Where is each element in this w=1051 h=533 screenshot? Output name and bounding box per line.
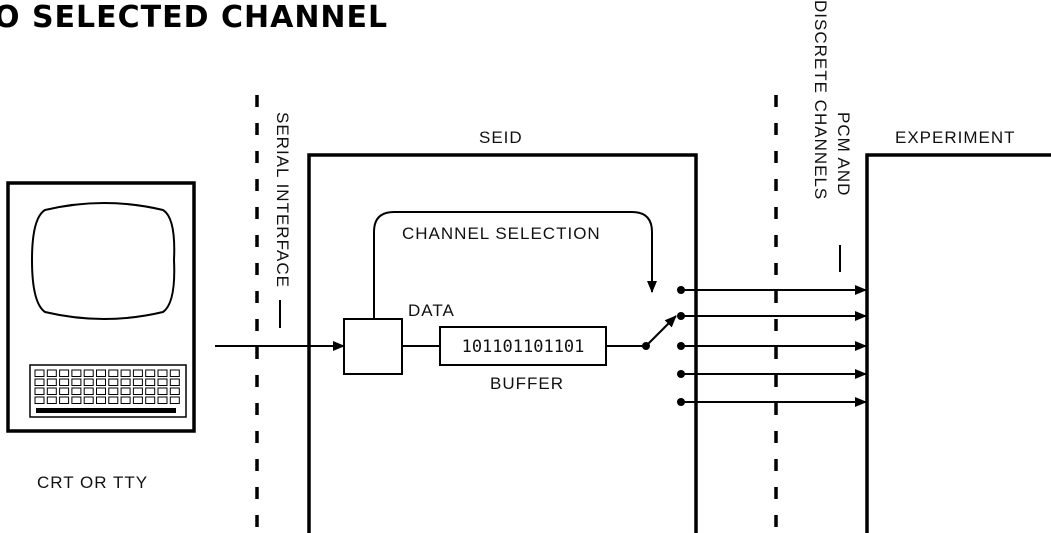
keyboard-key (170, 370, 179, 377)
keyboard-key (109, 388, 118, 395)
keyboard-key (158, 379, 167, 386)
keyboard-key (84, 397, 93, 404)
keyboard-key (47, 379, 56, 386)
keyboard-key (84, 370, 93, 377)
channel-switch (646, 316, 676, 346)
keyboard-key (35, 370, 44, 377)
keyboard-key (133, 370, 142, 377)
keyboard-key (97, 388, 106, 395)
keyboard-key (133, 388, 142, 395)
keyboard-key (109, 397, 118, 404)
seid-label: SEID (479, 128, 523, 147)
keyboard-key (121, 388, 130, 395)
experiment-box (867, 155, 1051, 533)
keyboard-key (97, 397, 106, 404)
experiment-label: EXPERIMENT (895, 128, 1016, 147)
keyboard-key (47, 370, 56, 377)
buffer-bits: 101101101101 (462, 337, 585, 357)
keyboard-key (109, 370, 118, 377)
keyboard-key (84, 379, 93, 386)
keyboard-key (97, 379, 106, 386)
keyboard-key (60, 397, 69, 404)
buffer-label: BUFFER (490, 374, 564, 393)
output-channels (677, 286, 866, 406)
keyboard-key (146, 379, 155, 386)
keyboard-key (35, 379, 44, 386)
pcm-label-line2: PCM AND (834, 112, 853, 196)
keyboard-key (47, 397, 56, 404)
keyboard-key (121, 370, 130, 377)
keyboard-key (170, 397, 179, 404)
keyboard-icon (30, 365, 186, 417)
keyboard-key (146, 397, 155, 404)
keyboard-key (146, 388, 155, 395)
pcm-label-line1: DISCRETE CHANNELS (811, 0, 830, 200)
keyboard-key (72, 397, 81, 404)
terminal-icon (8, 183, 194, 431)
keyboard-key (158, 370, 167, 377)
data-label: DATA (408, 301, 455, 320)
keyboard-key (35, 397, 44, 404)
keyboard-key (121, 397, 130, 404)
keyboard-key (72, 379, 81, 386)
keyboard-key (146, 370, 155, 377)
keyboard-key (133, 379, 142, 386)
keyboard-key (72, 388, 81, 395)
keyboard-key (158, 397, 167, 404)
keyboard-key (158, 388, 167, 395)
keyboard-key (97, 370, 106, 377)
serial-interface-label: SERIAL INTERFACE (273, 112, 292, 288)
keyboard-key (84, 388, 93, 395)
keyboard-key (72, 370, 81, 377)
keyboard-key (47, 388, 56, 395)
diagram-title: O SELECTED CHANNEL (0, 0, 388, 35)
keyboard-key (133, 397, 142, 404)
keyboard-key (35, 388, 44, 395)
keyboard-key (121, 379, 130, 386)
keyboard-key (60, 379, 69, 386)
keyboard-key (60, 370, 69, 377)
selector-box (344, 319, 402, 374)
keyboard-key (170, 388, 179, 395)
channel-selection-label: CHANNEL SELECTION (402, 224, 601, 243)
keyboard-key (60, 388, 69, 395)
terminal-label: CRT OR TTY (37, 473, 148, 492)
keyboard-key (170, 379, 179, 386)
keyboard-key (109, 379, 118, 386)
